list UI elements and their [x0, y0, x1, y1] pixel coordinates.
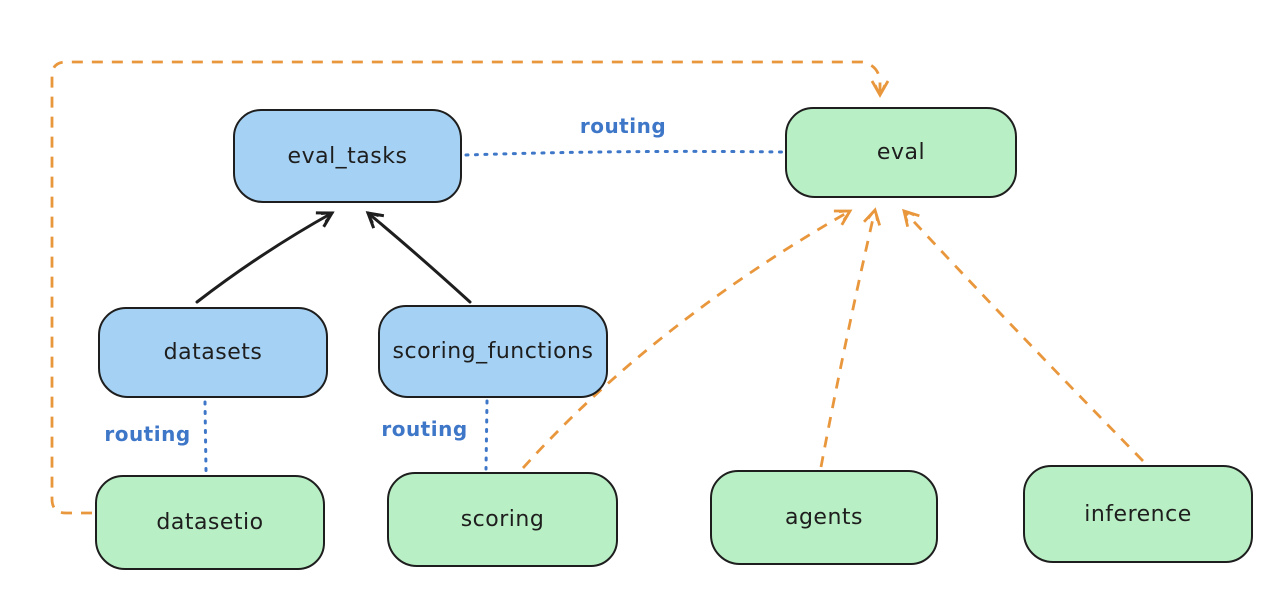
edge-eval-tasks-to-eval-routing — [464, 149, 784, 157]
node-datasets-label: datasets — [163, 340, 263, 365]
node-scoring-functions: scoring_functions — [378, 305, 608, 398]
node-eval-tasks: eval_tasks — [233, 109, 462, 203]
node-inference-label: inference — [1084, 501, 1192, 527]
node-datasets: datasets — [98, 307, 328, 398]
edge-label-routing-eval-tasks-eval: routing — [579, 114, 667, 138]
edge-label-routing-scoring-functions-scoring: routing — [381, 417, 468, 441]
node-inference: inference — [1023, 465, 1253, 563]
node-agents-label: agents — [784, 505, 863, 530]
edge-scoring-functions-to-scoring-routing — [484, 399, 489, 471]
edge-scoring-to-eval — [521, 209, 853, 469]
node-eval-label: eval — [876, 140, 926, 165]
node-datasetio: datasetio — [95, 475, 325, 570]
node-scoring-label: scoring — [460, 507, 545, 532]
edge-datasetio-to-eval — [50, 60, 890, 515]
edge-datasets-to-datasetio-routing — [203, 400, 208, 473]
node-datasetio-label: datasetio — [156, 510, 264, 535]
node-scoring-functions-label: scoring_functions — [392, 339, 594, 364]
edge-agents-to-eval — [819, 207, 881, 468]
node-agents: agents — [710, 470, 938, 565]
edge-datasets-to-eval-tasks — [195, 211, 335, 304]
edge-inference-to-eval — [902, 208, 1145, 462]
node-scoring: scoring — [387, 472, 618, 567]
node-eval-tasks-label: eval_tasks — [287, 143, 408, 169]
node-eval: eval — [785, 107, 1017, 198]
edge-scoring-functions-to-eval-tasks — [365, 211, 472, 304]
edge-label-routing-datasets-datasetio: routing — [104, 422, 191, 446]
